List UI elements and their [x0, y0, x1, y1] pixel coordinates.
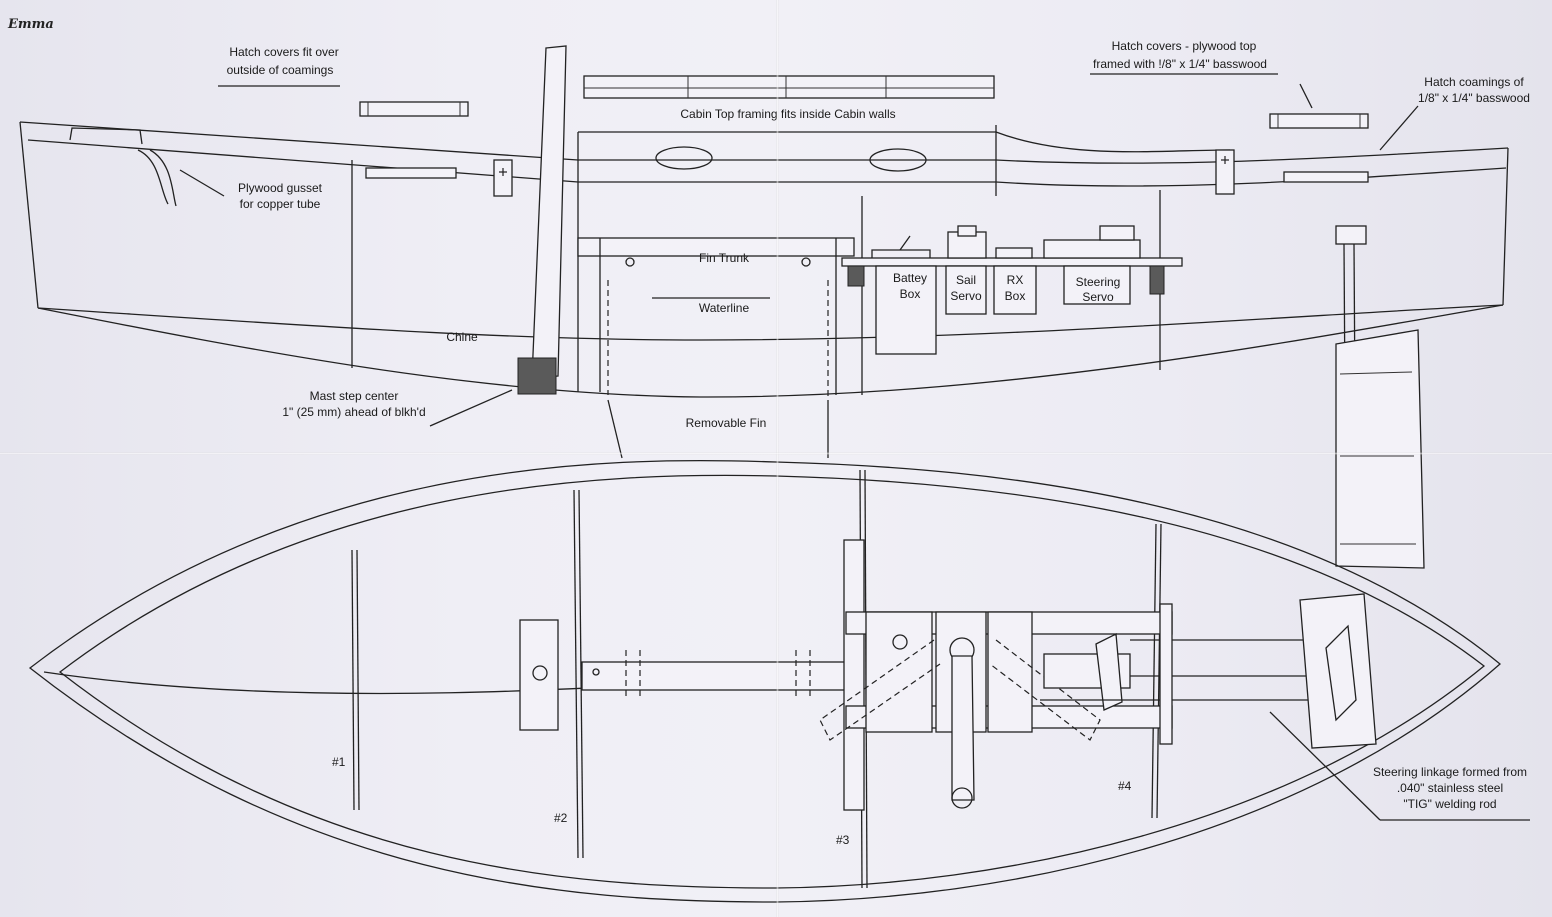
label-coamings-1: Hatch coamings of: [1424, 75, 1524, 89]
port-light-left: [655, 146, 713, 170]
equipment-shelf: [841, 257, 1183, 267]
label-linkage-1: Steering linkage formed from: [1373, 765, 1527, 779]
rudder-head: [1335, 225, 1367, 245]
drawing-title: Emma: [7, 17, 54, 32]
label-battery-1: Battey: [893, 271, 927, 285]
tray-rail-left: [843, 539, 865, 811]
plan-view: [28, 459, 1530, 903]
copper-tube: [137, 149, 169, 205]
sail-arm: [951, 655, 975, 801]
side-elevation: [19, 45, 1509, 569]
coaming-left: [365, 167, 457, 179]
mast-partner: [519, 619, 559, 731]
label-bulkhead-4: #4: [1118, 779, 1132, 793]
label-linkage-2: .040" stainless steel: [1397, 781, 1503, 795]
fin-trunk-top: [577, 237, 855, 257]
steering-horn: [1095, 632, 1123, 711]
label-gusset-1: Plywood gusset: [238, 181, 323, 195]
label-sail-1: Sail: [956, 273, 976, 287]
label-hatch-left-2: outside of coamings: [227, 63, 334, 77]
label-mast-step-2: 1" (25 mm) ahead of blkh'd: [282, 405, 425, 419]
chine-line: [37, 304, 1504, 341]
bulkhead-4-plan: [1151, 523, 1157, 819]
keel-line: [37, 304, 1504, 398]
label-bulkhead-3: #3: [836, 833, 850, 847]
paper-fold-vertical: [776, 0, 779, 917]
fin-trunk-plan: [581, 661, 853, 691]
label-coamings-2: 1/8" x 1/4" basswood: [1418, 91, 1530, 105]
label-fin-trunk: Fin Trunk: [699, 251, 750, 265]
label-rx-1: RX: [1007, 273, 1024, 287]
label-mast-step-1: Mast step center: [310, 389, 399, 403]
bulkhead-1-plan: [351, 549, 355, 811]
label-hatch-right-1: Hatch covers - plywood top: [1112, 39, 1257, 53]
battery-box: [875, 265, 937, 355]
label-gusset-2: for copper tube: [240, 197, 321, 211]
label-chine: Chine: [446, 330, 478, 344]
label-cabin-top: Cabin Top framing fits inside Cabin wall…: [680, 107, 895, 121]
label-bulkhead-1: #1: [332, 755, 346, 769]
label-hatch-right-2: framed with !/8" x 1/4" basswood: [1093, 57, 1267, 71]
bulkhead-2-plan: [573, 489, 579, 859]
label-steering-1: Steering: [1076, 275, 1121, 289]
coaming-right: [1283, 171, 1369, 183]
label-linkage-3: "TIG" welding rod: [1403, 797, 1496, 811]
sail-servo: [945, 265, 987, 315]
hatch-cover-left: [359, 101, 469, 117]
label-rx-2: Box: [1005, 289, 1026, 303]
chainplate-left: [493, 159, 513, 197]
label-bulkhead-2: #2: [554, 811, 568, 825]
rx-box: [993, 265, 1037, 315]
rx-box-plan: [987, 611, 1033, 733]
cabin-top-framing: [583, 75, 995, 99]
bow-profile: [19, 121, 39, 309]
stern-profile: [1502, 147, 1509, 306]
steering-servo: [1063, 265, 1131, 305]
cabin-top: [578, 131, 1231, 153]
bow-fitting: [69, 127, 143, 145]
label-removable-fin: Removable Fin: [686, 416, 767, 430]
mast-step: [517, 357, 557, 395]
hatch-cover-right: [1269, 113, 1369, 129]
deck-outline-inner: [58, 474, 1486, 889]
paper-fold-horizontal: [0, 452, 1552, 455]
port-light-right: [869, 148, 927, 172]
label-sail-2: Servo: [950, 289, 982, 303]
battery-box-plan: [865, 611, 933, 733]
label-steering-2: Servo: [1082, 290, 1114, 304]
mast: [531, 45, 567, 379]
deck-outline-outer: [28, 459, 1502, 903]
label-hatch-left-1: Hatch covers fit over: [229, 45, 338, 59]
label-waterline: Waterline: [699, 301, 750, 315]
fin-leading-edge: [607, 399, 623, 459]
label-battery-2: Box: [900, 287, 921, 301]
rudder-blade: [1335, 329, 1425, 569]
chainplate-right: [1215, 149, 1235, 195]
